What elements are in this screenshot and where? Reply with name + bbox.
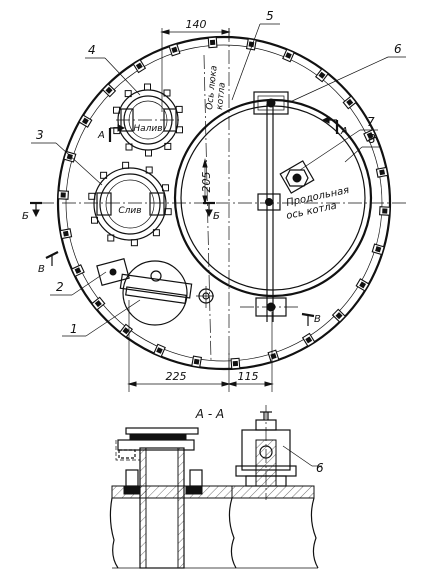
- svg-text:Б: Б: [22, 211, 29, 222]
- sample-valve: [96, 257, 130, 287]
- hatch-bolt: [164, 142, 172, 150]
- bolt: [301, 332, 316, 348]
- hatch-axis-line: [203, 54, 212, 361]
- bolt: [168, 43, 181, 57]
- hatch-bolt: [144, 83, 151, 91]
- hatch-bolt: [145, 149, 152, 157]
- bolt: [331, 308, 347, 323]
- bolt: [119, 323, 133, 338]
- svg-text:котла: котла: [215, 82, 228, 110]
- bolt: [282, 48, 295, 63]
- callout-6: 6: [394, 42, 402, 56]
- bolt: [191, 355, 203, 368]
- svg-text:А: А: [340, 126, 348, 137]
- hatch-bolt: [124, 90, 132, 98]
- hatch-bolt: [152, 229, 160, 237]
- hatch-bolt: [125, 143, 133, 151]
- dim-140-text: 140: [186, 18, 207, 31]
- section-mark-v-right: В: [301, 312, 321, 326]
- bolt: [230, 357, 241, 370]
- drain-hatch-label: Слив: [118, 206, 141, 216]
- bolt: [153, 343, 166, 358]
- dimension-bottom: 225 115: [127, 300, 274, 392]
- section-mark-a-right: А: [321, 116, 348, 137]
- dimension-140: 140: [160, 18, 231, 112]
- hinge-bar: [240, 91, 300, 322]
- bolt: [57, 190, 69, 200]
- fill-hatch: Налив: [116, 89, 180, 151]
- hatch-bolt: [163, 89, 171, 97]
- section-view: А - А: [109, 405, 324, 569]
- bolt: [101, 83, 117, 98]
- dim-225-text: 225: [166, 370, 187, 383]
- callout-leaders: [31, 23, 406, 337]
- fill-hatch-label: Налив: [133, 124, 162, 134]
- bolt: [363, 128, 378, 142]
- section-callout-6: 6: [316, 461, 324, 475]
- bolt: [371, 243, 385, 256]
- section-mark-b-left: Б: [22, 201, 42, 222]
- bolt: [315, 68, 329, 83]
- svg-text:Ось люка: Ось люка: [205, 65, 220, 110]
- callout-7: 7: [367, 115, 375, 129]
- hatch-bolt: [130, 239, 138, 247]
- dim-205-text: 205: [200, 172, 213, 193]
- svg-text:А: А: [97, 130, 105, 141]
- perimeter-bolts: [57, 36, 391, 370]
- bolt: [375, 166, 389, 178]
- bolt: [91, 296, 106, 311]
- section-mark-v-left: В: [38, 251, 59, 275]
- hatch-neck: [115, 427, 203, 569]
- callout-8: 8: [368, 132, 376, 146]
- bolt: [132, 58, 147, 74]
- top-view: Налив Слив: [22, 9, 408, 392]
- dim-115-text: 115: [238, 370, 259, 383]
- hatch-axis-label: Ось люка котла: [205, 65, 228, 110]
- base-plate-right: [231, 485, 315, 499]
- bolt: [379, 206, 391, 216]
- shell-break-left: [109, 497, 119, 569]
- valve-assembly: [279, 160, 315, 194]
- section-title: А - А: [195, 407, 224, 421]
- callout-4: 4: [88, 43, 96, 57]
- svg-text:Б: Б: [213, 211, 220, 222]
- hinge-detail: [235, 405, 297, 500]
- callout-1: 1: [70, 322, 78, 336]
- bolt: [355, 278, 370, 292]
- bolt: [342, 95, 357, 110]
- callout-3: 3: [36, 128, 44, 142]
- callout-5: 5: [266, 9, 274, 23]
- svg-text:В: В: [38, 264, 45, 275]
- hatch-bolt: [100, 171, 108, 179]
- bolt: [59, 228, 73, 240]
- section-mark-a-left: А: [97, 124, 126, 142]
- callout-2: 2: [56, 280, 64, 294]
- drain-hatch: Слив: [93, 167, 167, 241]
- section-mark-b-right: Б: [203, 201, 220, 222]
- hatch-bolt: [122, 161, 130, 169]
- svg-text:В: В: [314, 314, 321, 325]
- bolt: [78, 114, 93, 128]
- safety-valve: [119, 260, 214, 326]
- bolt: [70, 264, 85, 278]
- bolt: [63, 150, 77, 163]
- dimension-205: 205: [200, 158, 213, 205]
- bolt: [207, 36, 218, 49]
